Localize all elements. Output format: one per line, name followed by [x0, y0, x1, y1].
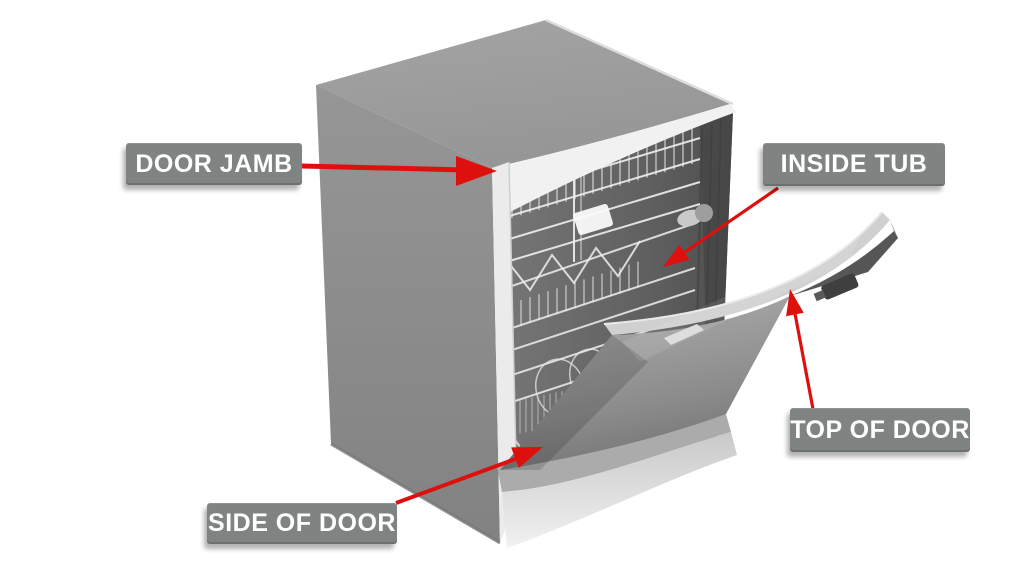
door-logo-badge	[664, 324, 704, 345]
annotation-arrows	[301, 156, 815, 505]
label-top-of-door: TOP OF DOOR	[790, 408, 970, 452]
dish-item	[573, 203, 613, 235]
label-side-of-door-text: SIDE OF DOOR	[208, 509, 396, 537]
door-top-edge-band	[604, 212, 890, 335]
top-of-door-arrow	[786, 289, 815, 410]
door-latch-keeper	[677, 204, 713, 227]
label-door-jamb: DOOR JAMB	[126, 143, 302, 185]
door-top-edge-highlight	[603, 211, 883, 325]
door-sheen	[622, 238, 860, 362]
label-inside-tub-text: INSIDE TUB	[780, 150, 928, 178]
door-jamb-arrow	[301, 156, 497, 186]
label-door-jamb-text: DOOR JAMB	[135, 149, 293, 178]
door-jamb-top-frame	[492, 104, 736, 212]
jamb-inner-edge	[508, 161, 518, 501]
cabinet-bottom-edge	[330, 442, 501, 545]
label-side-of-door: SIDE OF DOOR	[207, 503, 397, 544]
label-top-of-door-text: TOP OF DOOR	[790, 415, 970, 444]
tub-wall-ribs	[696, 117, 722, 331]
door	[497, 211, 898, 548]
door-bottom-band	[497, 414, 731, 492]
door-right-edge	[790, 231, 898, 296]
door-outer-panel-edge	[502, 432, 737, 548]
inside-tub-arrow	[663, 186, 779, 267]
door-latch	[813, 273, 859, 302]
cabinet-side	[316, 85, 500, 543]
label-inside-tub: INSIDE TUB	[763, 143, 945, 186]
door-inner-shadow	[500, 335, 648, 470]
cabinet-top-edge-highlight	[545, 18, 734, 106]
door-tip	[890, 220, 898, 238]
side-of-door-arrow	[395, 447, 543, 505]
door-inner-face	[500, 296, 790, 470]
